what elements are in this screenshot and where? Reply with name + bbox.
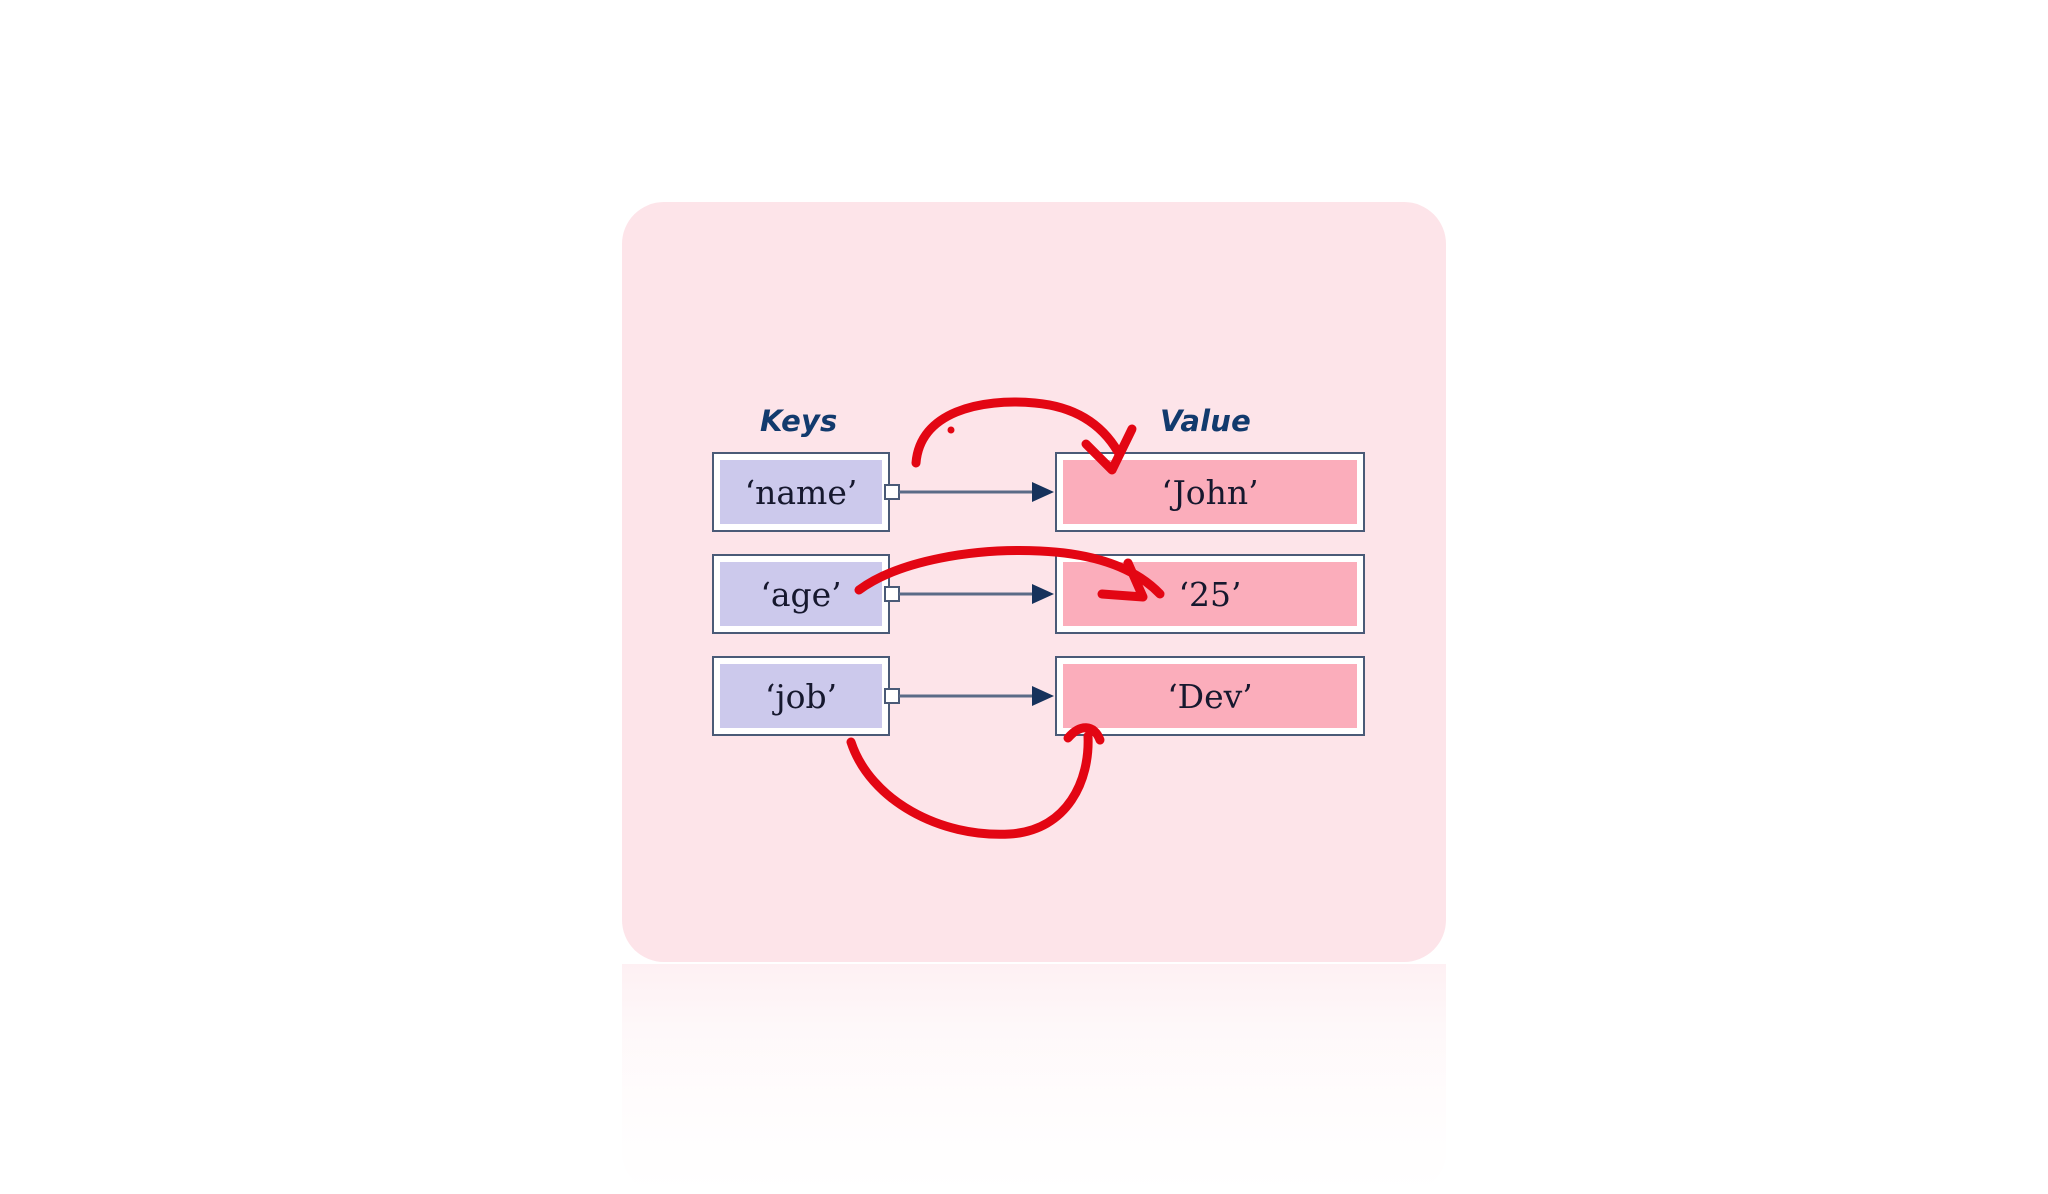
- key-box-name[interactable]: ‘name’: [712, 452, 890, 532]
- value-box-dev[interactable]: ‘Dev’: [1055, 656, 1365, 736]
- value-box-25[interactable]: ‘25’: [1055, 554, 1365, 634]
- connector-name-to-john: [884, 452, 1056, 532]
- key-box-job[interactable]: ‘job’: [712, 656, 890, 736]
- key-box-fill: ‘name’: [720, 460, 882, 524]
- key-label: ‘job’: [764, 676, 838, 716]
- value-label: ‘Dev’: [1167, 676, 1253, 716]
- dict-row: ‘age’ ‘25’: [0, 554, 2048, 634]
- connector-job-to-dev: [884, 656, 1056, 736]
- dict-row: ‘job’ ‘Dev’: [0, 656, 2048, 736]
- connector-age-to-25: [884, 554, 1056, 634]
- value-label: ‘John’: [1161, 472, 1259, 512]
- value-box-fill: ‘Dev’: [1063, 664, 1357, 728]
- connector-arrow-icon: [884, 482, 1054, 502]
- dict-row: ‘name’ ‘John’: [0, 452, 2048, 532]
- connector-arrow-icon: [884, 584, 1054, 604]
- connector-arrow-icon: [884, 686, 1054, 706]
- column-heading-value: Value: [1160, 404, 1252, 438]
- key-box-fill: ‘age’: [720, 562, 882, 626]
- card-reflection: [622, 964, 1446, 1194]
- value-box-fill: ‘John’: [1063, 460, 1357, 524]
- value-box-john[interactable]: ‘John’: [1055, 452, 1365, 532]
- value-label: ‘25’: [1178, 574, 1242, 614]
- key-box-fill: ‘job’: [720, 664, 882, 728]
- key-box-age[interactable]: ‘age’: [712, 554, 890, 634]
- value-box-fill: ‘25’: [1063, 562, 1357, 626]
- slide-canvas: Keys Value ‘name’ ‘John’ ‘age’: [0, 202, 2048, 1194]
- column-heading-keys: Keys: [760, 404, 838, 438]
- key-label: ‘name’: [744, 472, 858, 512]
- key-label: ‘age’: [760, 574, 842, 614]
